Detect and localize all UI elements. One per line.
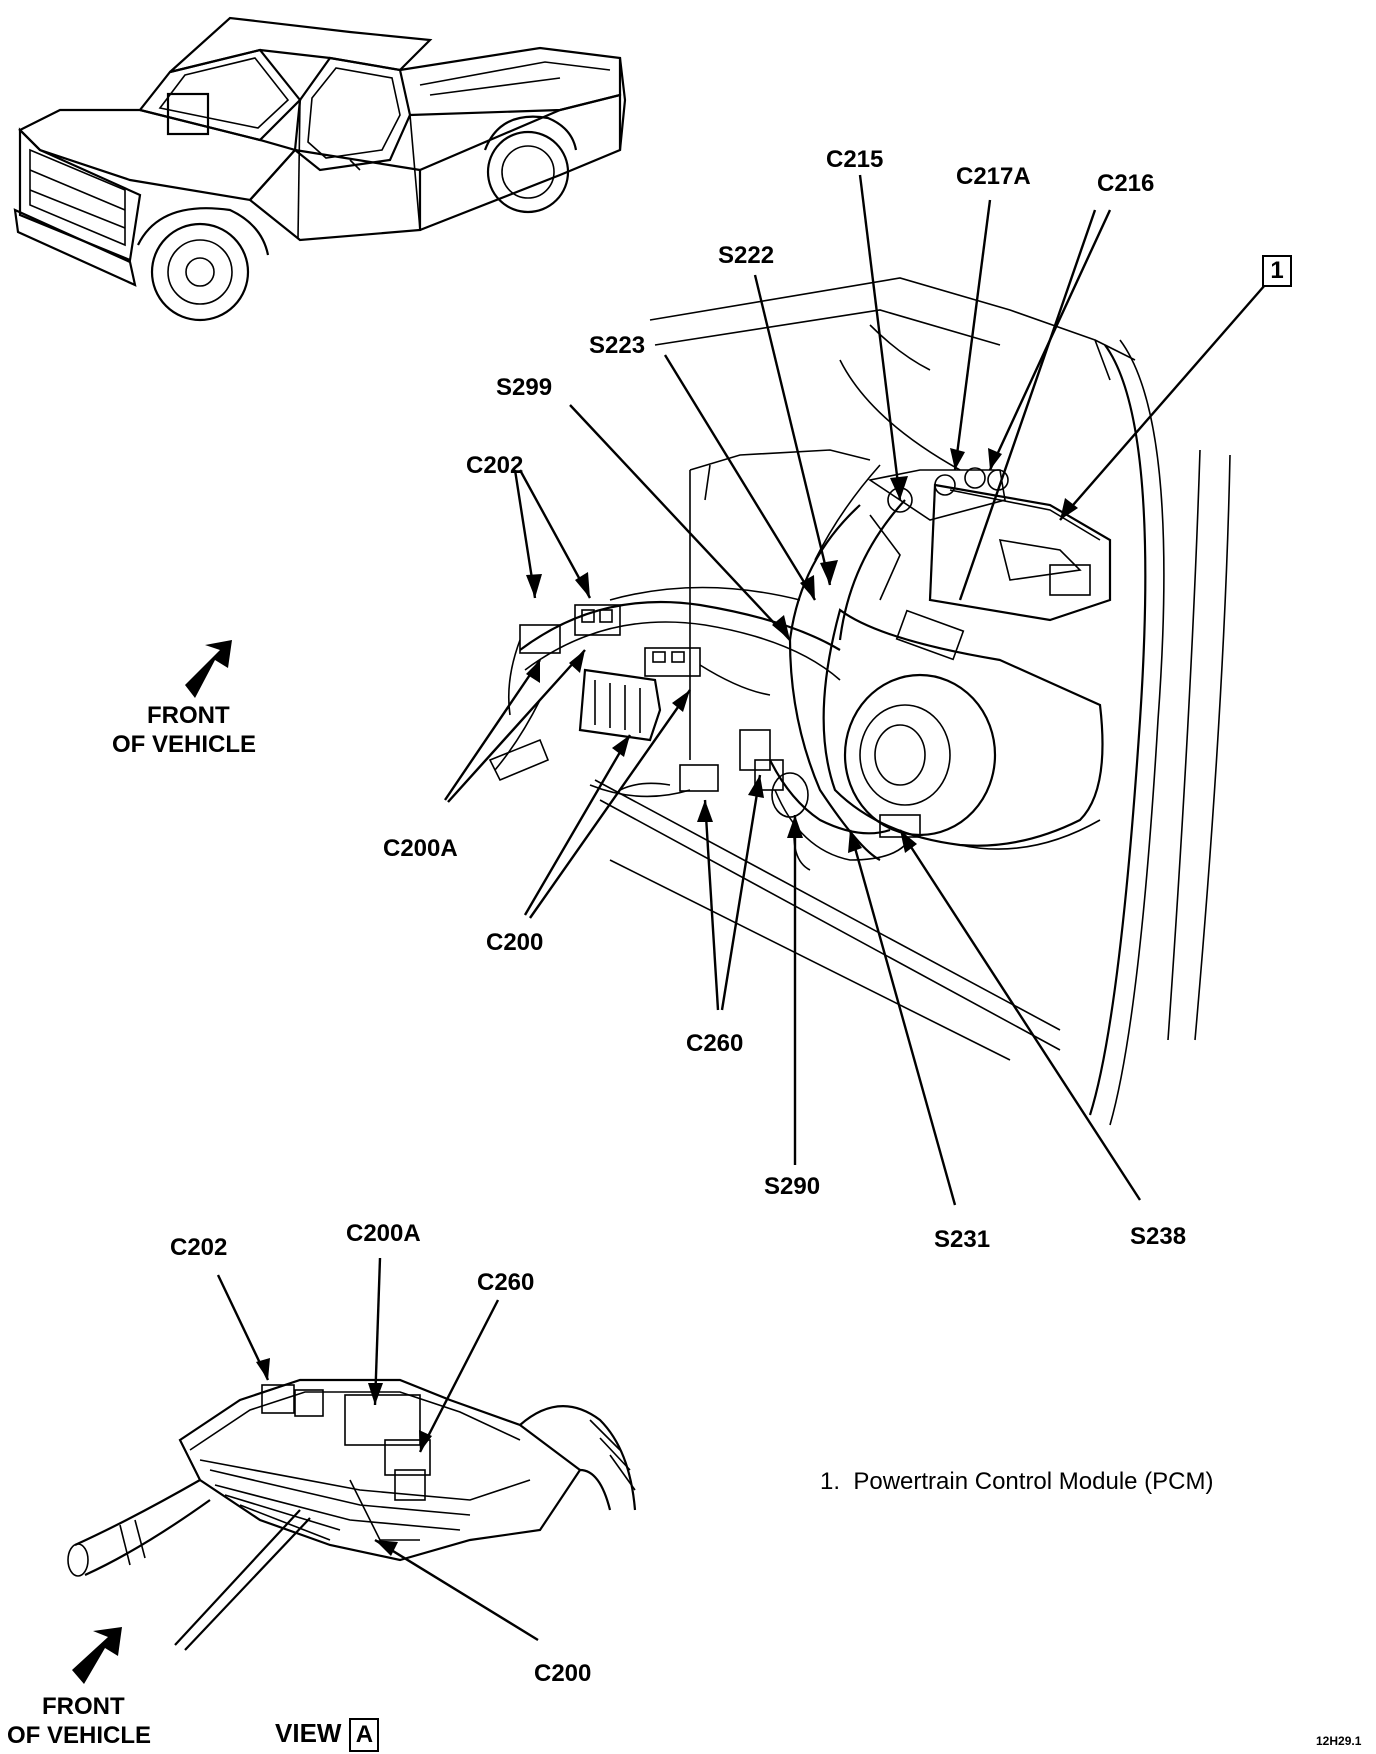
view-word: VIEW <box>275 1718 342 1748</box>
leader-lines <box>444 174 1266 1206</box>
label-s222: S222 <box>718 242 775 269</box>
label-c215: C215 <box>826 146 884 173</box>
view-letter: A <box>349 1718 380 1752</box>
label-c216: C216 <box>1097 170 1155 197</box>
label-s238: S238 <box>1130 1223 1187 1250</box>
label-c200: C200 <box>486 929 544 956</box>
view-a-label-c200: C200 <box>534 1660 592 1687</box>
view-a-label-front: FRONT <box>42 1693 125 1720</box>
label-s299: S299 <box>496 374 553 401</box>
front-arrow-icon <box>185 640 232 698</box>
label-s223: S223 <box>589 332 646 359</box>
leader-arrowheads <box>526 448 1078 853</box>
front-arrow-icon-view-a <box>72 1627 122 1684</box>
label-c200a: C200A <box>383 835 458 862</box>
label-s290: S290 <box>764 1173 821 1200</box>
callout-1: 1 <box>1262 255 1292 287</box>
view-a-label-c202: C202 <box>170 1234 228 1261</box>
view-a-assembly <box>67 1257 637 1651</box>
view-a-label-of-vehicle: OF VEHICLE <box>7 1722 152 1749</box>
label-front: FRONT <box>147 702 230 729</box>
figure-code: 12H29.1 <box>1316 1734 1362 1748</box>
label-c260: C260 <box>686 1030 744 1057</box>
truck-illustration <box>13 16 627 322</box>
view-a-label-c260: C260 <box>477 1269 535 1296</box>
legend-item-1: 1. Powertrain Control Module (PCM) <box>820 1468 1213 1496</box>
label-of-vehicle: OF VEHICLE <box>112 731 257 758</box>
label-s231: S231 <box>934 1226 991 1253</box>
dash-panel-assembly <box>488 277 1231 1126</box>
view-a-label-c200a: C200A <box>346 1220 421 1247</box>
legend-text: Powertrain Control Module (PCM) <box>853 1468 1214 1495</box>
label-c217a: C217A <box>956 163 1031 190</box>
label-c202: C202 <box>466 452 524 479</box>
legend-number: 1. <box>820 1468 841 1495</box>
